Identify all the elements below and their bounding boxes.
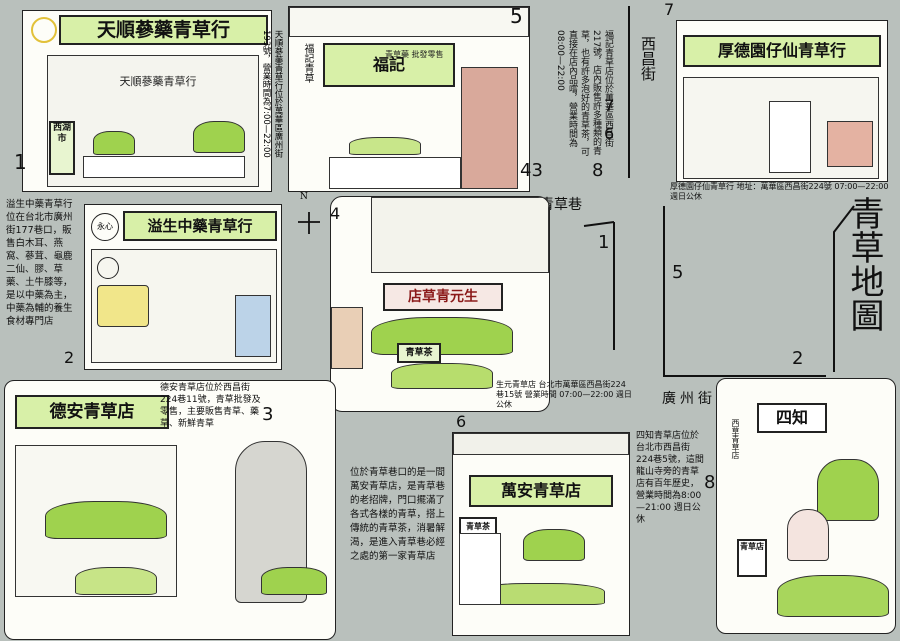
store-tianshun-panel: 天順蔘藥青草行 天順蔘藥青草行 西湖市 <box>22 10 272 192</box>
store-wanan-desc: 位於青草巷口的是一間萬安青草店，是青草巷的老招牌，門口擺滿了各式各樣的青草，搭上… <box>350 467 446 562</box>
street-label-qingcao: 青草巷 <box>540 197 582 213</box>
herb-bundle <box>817 459 879 521</box>
shop-counter <box>83 156 245 178</box>
herb-bundle <box>391 363 493 389</box>
store-houde-desc: 厚德園仔仙青草行 地址：萬華區西昌街224號 07:00—22:00 週日公休 <box>670 182 889 201</box>
store-tianshun-side-sign-text: 西湖市 <box>52 123 71 144</box>
store-sizhi-desc: 四知青草店位於台北市西昌街224巷5號，這間龍山寺旁的青草店有百年歷史，營業時間… <box>636 431 704 525</box>
store-sizhi-sign: 四知 <box>757 403 827 433</box>
map-number-6-small: 6 <box>604 124 615 143</box>
store-tianshun-side-sign: 西湖市 <box>49 121 75 175</box>
store-houde-panel: 厚德園仔仙青草行 <box>676 20 888 182</box>
shopkeeper <box>787 509 829 561</box>
store-yisheng-badge: 永心 <box>91 213 119 241</box>
map-number-2-right: 2 <box>792 348 804 369</box>
store-fuji-awning <box>289 7 529 37</box>
stool <box>331 307 363 369</box>
herb-bundle <box>777 575 889 617</box>
herb-bundle <box>93 131 135 155</box>
store-fuji-sign: 福記 <box>323 43 455 87</box>
store-fuji-counter <box>329 157 461 189</box>
map-number-8: 8 <box>704 472 716 493</box>
herb-bundle <box>349 137 421 155</box>
store-fuji-panel: 福記 青草藥 批發零售 福記青草 <box>288 6 530 192</box>
store-yisheng-panel: 永心 溢生中藥青草行 <box>84 204 282 370</box>
map-number-7-small: 7 <box>604 96 615 115</box>
store-dean-desc: 德安青草店位於西昌街224巷11號，青草批發及零售，主要販售青草、藥草、新鮮青草 <box>160 383 261 429</box>
street-line-xichang <box>628 6 630 178</box>
map-number-1: 1 <box>14 150 27 174</box>
map-number-8-small: 8 <box>592 160 604 181</box>
store-houde-sign: 厚德園仔仙青草行 <box>683 35 881 67</box>
herb-bundle <box>97 285 149 327</box>
store-qingyuansheng-panel: 店草青元生 青草茶 <box>330 196 550 412</box>
store-fuji-sign-sub: 青草藥 批發零售 <box>385 50 444 59</box>
north-label: N <box>300 192 308 202</box>
store-dean-panel: 德安青草店 <box>4 380 336 640</box>
store-tianshun-desc: 天順蔘藥青草行位於萬華區廣州街193號，營業時間為7:00—22:00 <box>261 30 283 158</box>
map-number-5-right: 5 <box>672 262 684 283</box>
map-number-5: 5 <box>510 4 523 28</box>
store-wanan-roof <box>453 433 629 455</box>
map-number-4: 4 <box>330 204 341 223</box>
store-wanan-shelf <box>459 533 501 605</box>
store-wanan-sign: 萬安青草店 <box>469 475 613 507</box>
store-dean-sign: 德安青草店 <box>15 395 169 429</box>
street-label-xichang: 西昌街 <box>639 36 657 81</box>
store-tianshun-inner-sign: 天順蔘藥青草行 <box>119 75 197 88</box>
store-tianshun-sign: 天順蔘藥青草行 <box>59 15 268 45</box>
map-number-6: 6 <box>456 412 467 431</box>
map-number-4-3: 43 <box>520 160 543 181</box>
store-fuji-door <box>461 67 518 189</box>
store-qingyuansheng-desc: 生元青草店 台北市萬華區西昌街224巷15號 營業時間 07:00—22:00 … <box>496 380 632 409</box>
store-qingyuansheng-roof <box>371 197 549 273</box>
store-yisheng-sign: 溢生中藥青草行 <box>123 211 277 241</box>
store-fuji-desc: 福記青草店位於萬華區西昌街217號，店內販售許多種類的青草，也有許多泡好的青草茶… <box>555 30 613 156</box>
map-number-3-inline: 3 <box>531 160 543 181</box>
store-sizhi-panel: 四知 西草青草店 青草店 <box>716 378 896 634</box>
herb-bundle <box>45 501 167 539</box>
herb-bundle <box>193 121 245 153</box>
storage-crates <box>235 295 271 357</box>
herb-bundle <box>371 317 513 355</box>
map-number-2: 2 <box>64 348 75 367</box>
herb-tray <box>261 567 327 595</box>
store-houde-shelf <box>827 121 873 167</box>
map-number-3: 3 <box>262 404 274 425</box>
street-label-guangzhou: 廣州街 <box>662 391 716 407</box>
store-sizhi-side-sign: 西草青草店 <box>731 419 740 459</box>
store-yisheng-desc: 溢生中藥青草行位在台北市廣州街177巷口，販售白木耳、燕窩、蔘茸、龜鹿二仙、膠、… <box>6 199 73 327</box>
store-wanan-panel: 萬安青草店 青草茶 <box>452 432 630 636</box>
map-number-7: 7 <box>664 0 675 19</box>
store-fuji-sign-text: 福記 <box>372 55 405 74</box>
herb-bundle <box>75 567 157 595</box>
store-qingyuansheng-tag: 青草茶 <box>397 343 441 363</box>
map-number-1-right: 1 <box>598 232 610 253</box>
herb-bundle <box>523 529 585 561</box>
map-title: 青草地圖 <box>844 196 884 332</box>
store-fuji-side-label: 福記青草 <box>302 43 313 83</box>
fan-icon <box>97 257 119 279</box>
store-qingyuansheng-sign: 店草青元生 <box>383 283 503 311</box>
store-sizhi-card: 青草店 <box>737 539 767 577</box>
store-houde-door <box>769 101 811 173</box>
sun-icon <box>31 17 57 43</box>
